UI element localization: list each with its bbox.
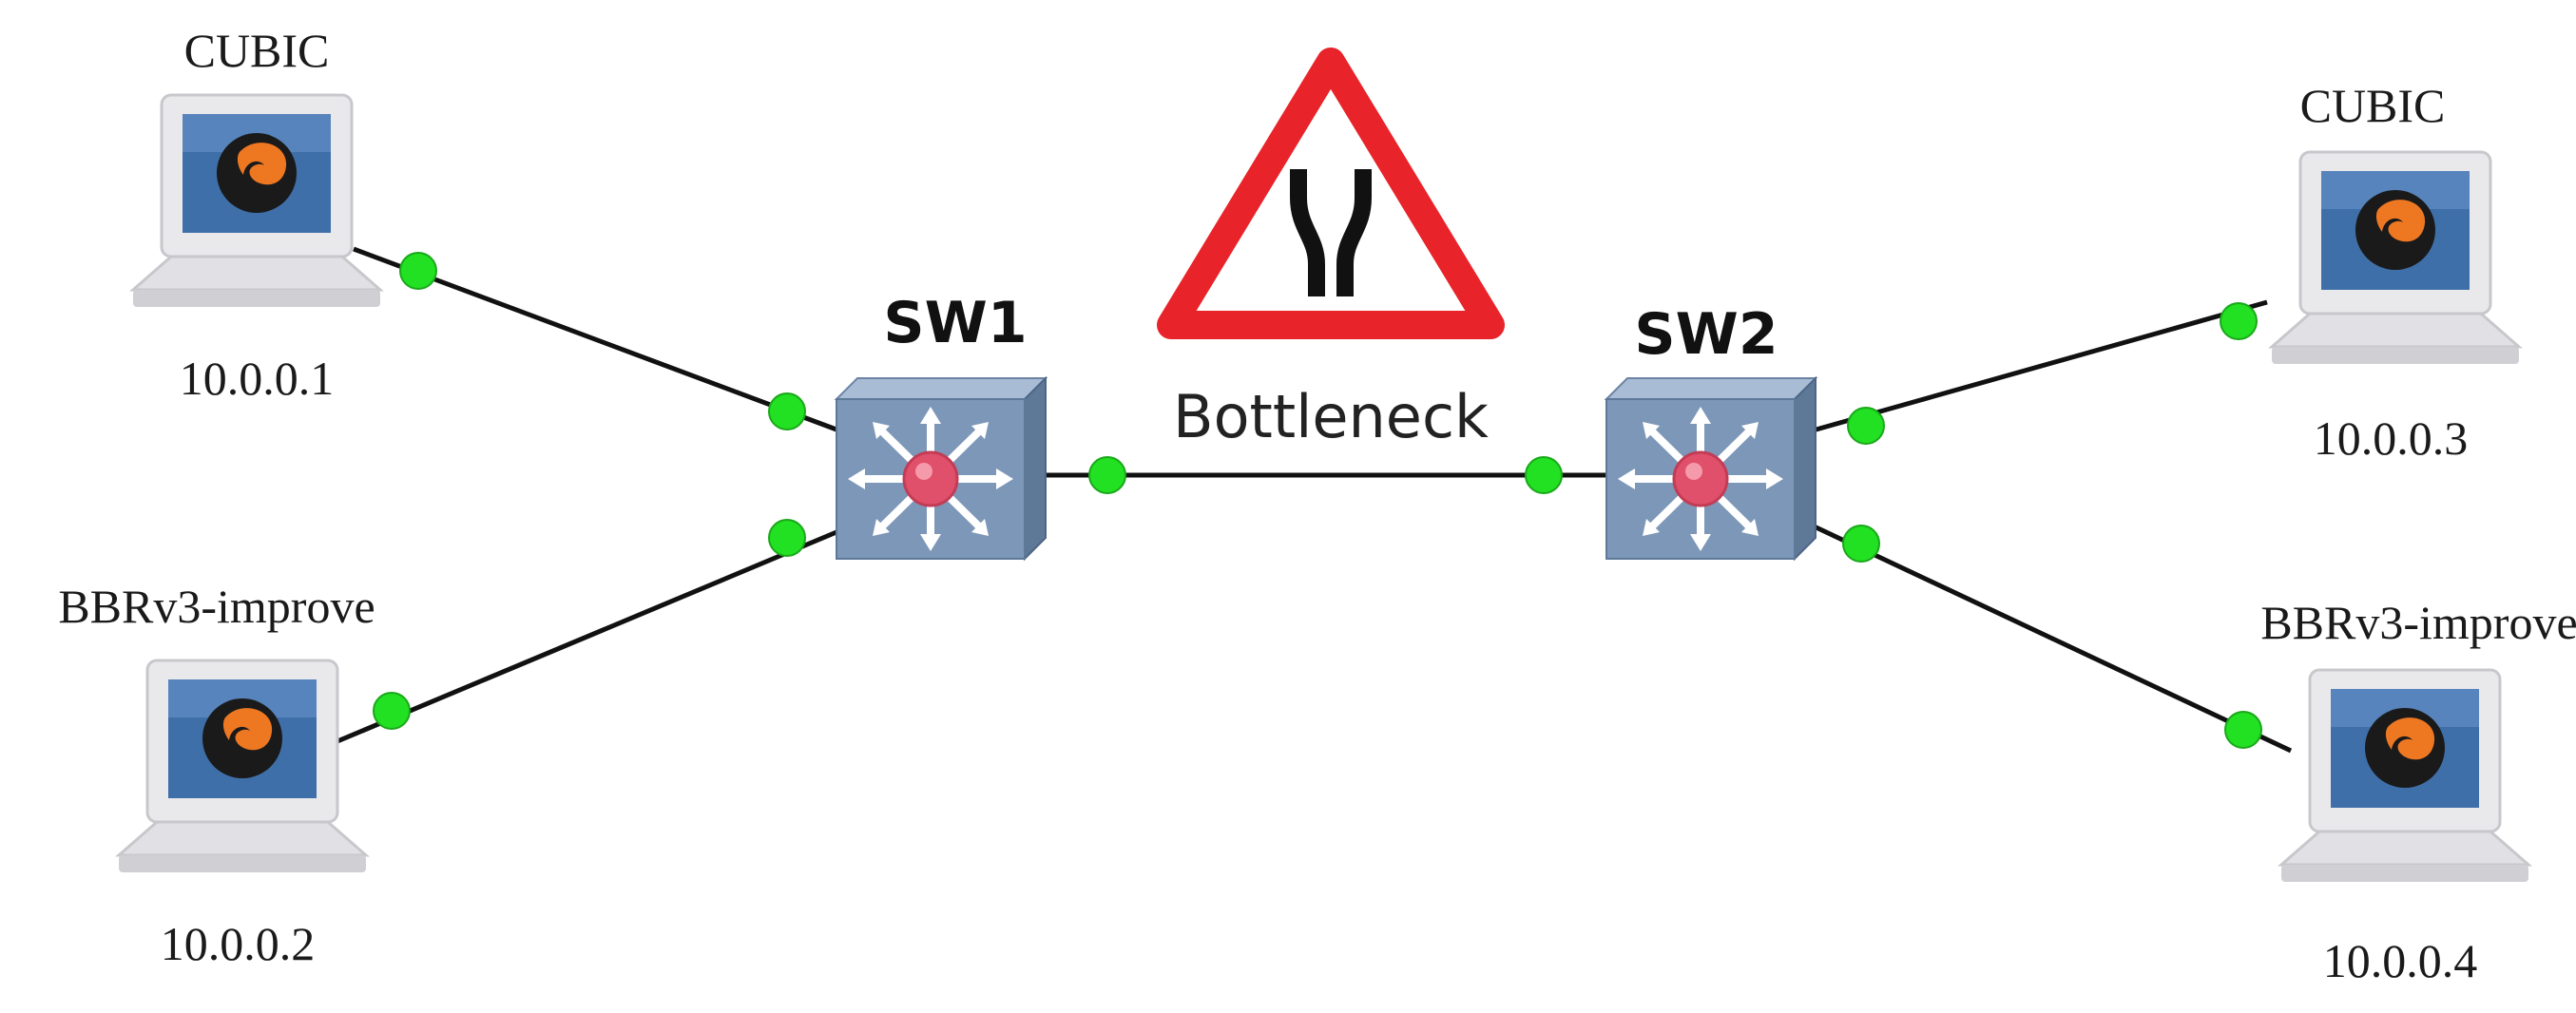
host-node-1: CUBIC 10.0.0.1 bbox=[131, 24, 382, 405]
port-host1 bbox=[399, 252, 437, 290]
host-ip-2: 10.0.0.2 bbox=[161, 917, 316, 970]
switch-label-1: SW1 bbox=[883, 290, 1027, 356]
host-label-1: CUBIC bbox=[184, 24, 330, 77]
port-sw2-c bbox=[1842, 525, 1880, 563]
port-host2 bbox=[373, 692, 411, 730]
switch-node-2: SW2 bbox=[1606, 301, 1816, 559]
bottleneck-label: Bottleneck bbox=[1173, 382, 1489, 451]
host-node-2: BBRv3-improve 10.0.0.2 bbox=[58, 580, 375, 970]
switch-label-2: SW2 bbox=[1634, 301, 1778, 368]
road-narrows-warning-icon bbox=[1157, 48, 1505, 339]
port-sw1-a bbox=[768, 392, 806, 430]
host-label-4: BBRv3-improve bbox=[2260, 596, 2576, 649]
link-host2-sw1 bbox=[336, 529, 837, 744]
host-label-3: CUBIC bbox=[2300, 79, 2446, 132]
host-node-3: CUBIC 10.0.0.3 bbox=[2270, 79, 2521, 465]
port-sw2-a bbox=[1525, 456, 1563, 494]
link-sw2-host4 bbox=[1804, 520, 2293, 754]
computer-terminal-icon bbox=[131, 93, 382, 309]
host-label-2: BBRv3-improve bbox=[58, 580, 375, 633]
computer-terminal-icon bbox=[117, 659, 368, 874]
host-ip-4: 10.0.0.4 bbox=[2323, 934, 2478, 987]
computer-terminal-icon bbox=[2270, 150, 2521, 366]
port-sw1-c bbox=[1088, 456, 1126, 494]
link-sw2-host3 bbox=[1805, 299, 2268, 435]
port-sw1-b bbox=[768, 519, 806, 557]
host-ip-3: 10.0.0.3 bbox=[2314, 411, 2469, 465]
switch-node-1: SW1 bbox=[836, 290, 1046, 559]
computer-terminal-icon bbox=[2279, 668, 2530, 884]
bottleneck-sign: Bottleneck bbox=[1157, 48, 1505, 451]
port-sw2-b bbox=[1847, 407, 1885, 445]
network-switch-icon bbox=[1606, 378, 1816, 559]
host-node-4: BBRv3-improve 10.0.0.4 bbox=[2260, 596, 2576, 987]
host-ip-1: 10.0.0.1 bbox=[180, 352, 335, 405]
port-host3 bbox=[2220, 302, 2258, 340]
port-host4 bbox=[2224, 711, 2262, 749]
network-switch-icon bbox=[836, 378, 1046, 559]
